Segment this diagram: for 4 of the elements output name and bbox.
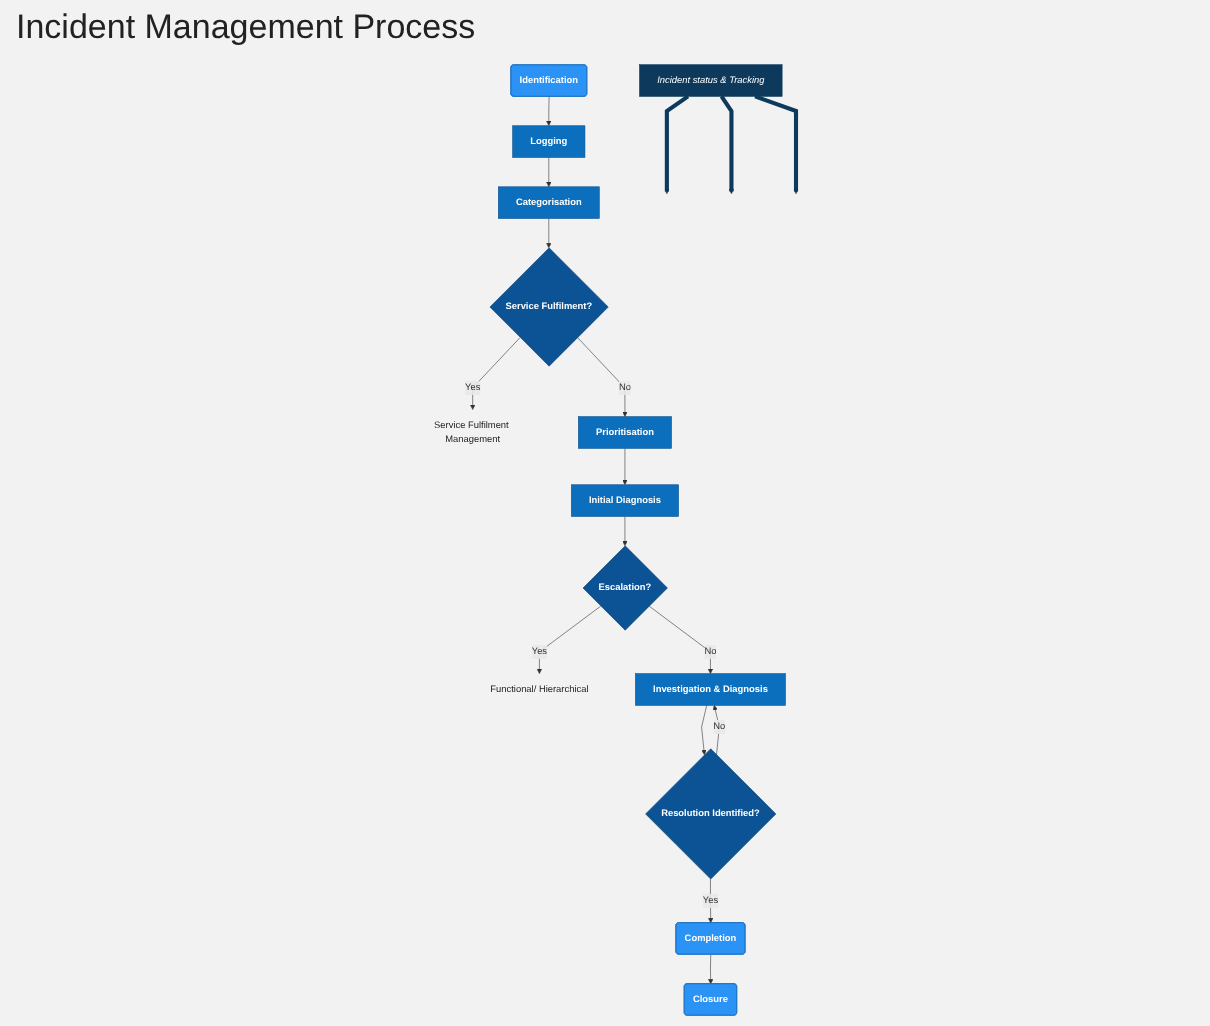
diagram-title: Incident Management Process	[16, 8, 476, 48]
arrow	[754, 94, 799, 195]
arrow	[664, 94, 690, 195]
arrow	[719, 95, 734, 195]
